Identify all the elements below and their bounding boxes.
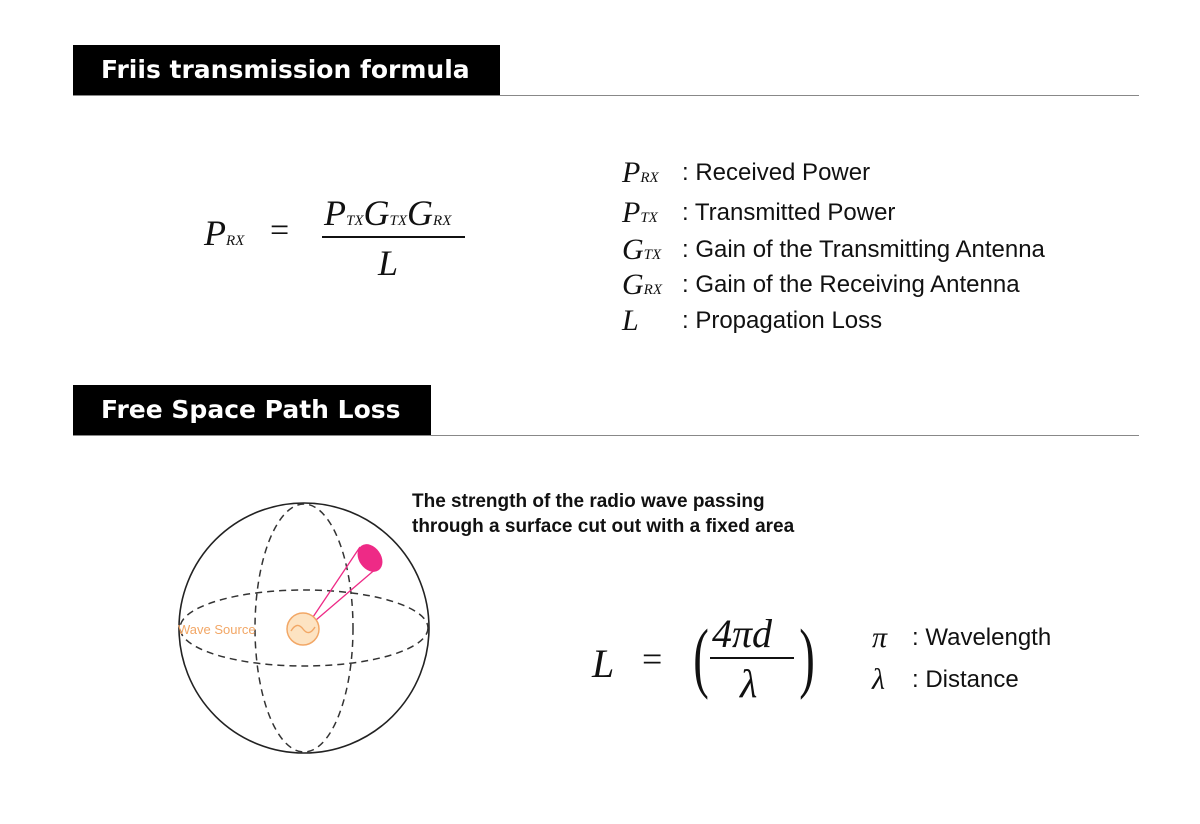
receiving-surface-icon [357,544,383,572]
equals-sign: = [642,639,663,679]
fspl-formula: L = ( 4πd λ ) [590,608,830,708]
close-paren: ) [799,613,815,700]
friis-numerator: PTXGTXGRX [324,193,452,233]
legend-item: GRX: Gain of the Receiving Antenna [622,268,1020,301]
friis-formula: PRX = PTXGTXGRX L [200,190,480,290]
caption-line: through a surface cut out with a fixed a… [412,516,795,537]
legend-item: PRX: Received Power [622,156,871,189]
open-paren: ( [693,613,709,700]
legend-item: π: Wavelength [872,621,1052,654]
diagram-caption: The strength of the radio wave passing t… [412,489,794,539]
caption-line: The strength of the radio wave passing [412,491,765,512]
legend-item: PTX: Transmitted Power [622,196,896,229]
section-title-fspl: Free Space Path Loss [73,385,431,435]
legend-item: L: Propagation Loss [622,304,883,337]
sphere-outline [178,502,430,754]
equator-line [179,589,429,667]
beam-line [315,566,379,621]
meridian-line [254,503,354,753]
fspl-lhs: L [592,641,615,686]
sphere-diagram: Wave Source [178,502,430,754]
wave-source-label: Wave Source [178,622,256,637]
equals-sign: = [270,212,290,249]
section-title-friis: Friis transmission formula [73,45,500,95]
beam-line [312,546,361,618]
friis-denominator: L [378,243,399,283]
friis-lhs: PRX [204,213,245,253]
legend-item: λ: Distance [872,663,1019,696]
fspl-denominator: λ [740,661,758,706]
fraction-bar [710,657,794,659]
fspl-numerator: 4πd [712,611,773,656]
fraction-bar [322,236,465,238]
section-divider [73,95,1139,96]
legend-item: GTX: Gain of the Transmitting Antenna [622,233,1045,266]
section-divider [73,435,1139,436]
